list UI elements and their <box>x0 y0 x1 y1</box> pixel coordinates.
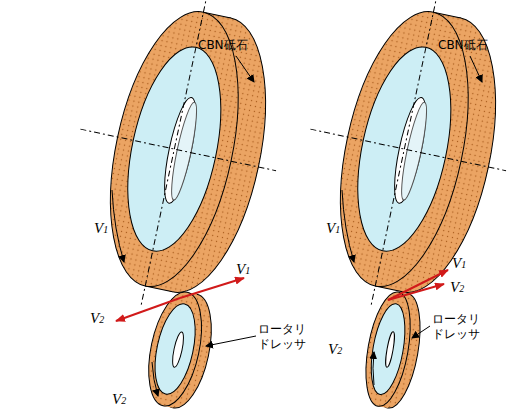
leader-line <box>206 336 256 346</box>
velocity-label: V2 <box>328 342 342 358</box>
leader-line <box>236 56 254 82</box>
leader-line <box>412 326 430 338</box>
velocity-label: V2 <box>450 280 464 296</box>
velocity-label: V1 <box>94 221 108 237</box>
velocity-label: V1 <box>326 221 340 237</box>
rotation-arrow <box>152 362 158 396</box>
velocity-label: V2 <box>112 392 126 408</box>
part-name: ロータリ ドレッサ <box>432 312 486 342</box>
rotation-arrow <box>342 190 354 262</box>
velocity-arrow <box>388 270 448 300</box>
leader-line <box>470 56 482 82</box>
velocity-label: V1 <box>452 256 466 272</box>
velocity-label: V2 <box>90 311 104 327</box>
cbn-wheel <box>277 0 510 327</box>
velocity-arrow <box>180 278 244 298</box>
velocity-arrow <box>388 284 444 300</box>
cbn-wheel <box>47 0 309 327</box>
part-name: CBN砥石 <box>198 38 248 53</box>
velocity-label: V1 <box>236 262 250 278</box>
rotary-dresser <box>140 287 221 413</box>
rotary-dresser <box>358 289 427 412</box>
part-name: CBN砥石 <box>438 38 488 53</box>
velocity-arrow <box>116 298 180 321</box>
rotation-arrow <box>112 190 124 262</box>
rotation-arrow <box>373 352 374 385</box>
part-name: ロータリ ドレッサ <box>258 322 312 352</box>
